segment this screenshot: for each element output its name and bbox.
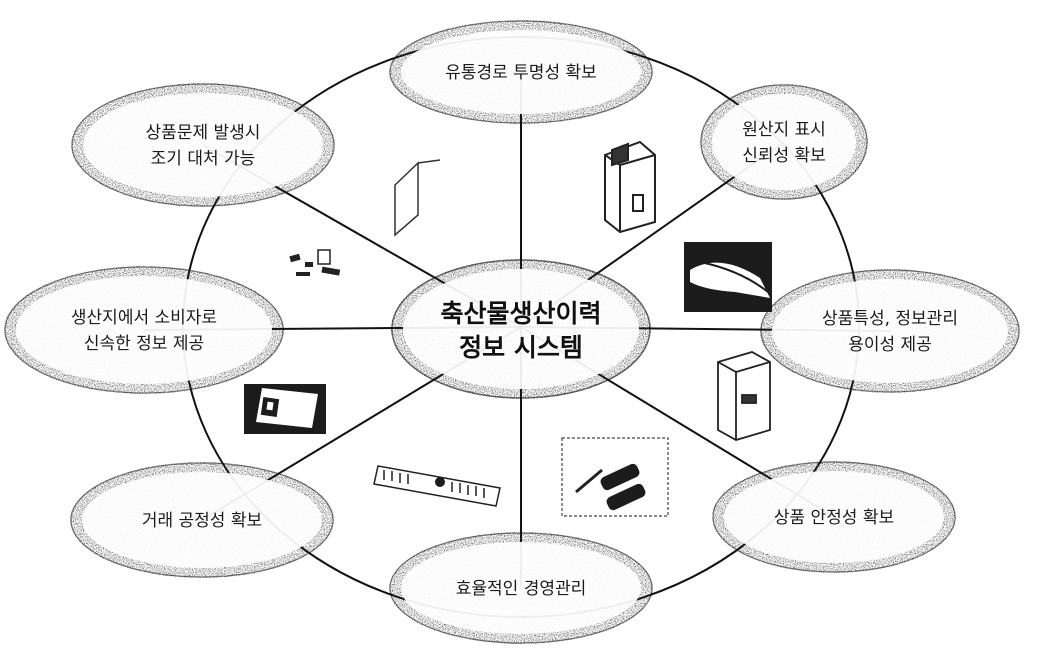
node-fill <box>401 542 641 634</box>
handheld-scanner-icon <box>684 242 772 312</box>
center-title-line-1: 축산물생산이력 <box>440 299 601 328</box>
box-outline-icon <box>394 159 441 237</box>
node-label: 유통경로 투명성 확보 <box>445 63 597 83</box>
node-outline <box>70 462 334 578</box>
node-fill <box>724 471 944 563</box>
node-fill <box>16 276 272 384</box>
center-node: 축산물생산이력 정보 시스템 <box>391 259 651 399</box>
node-fill <box>772 279 1008 383</box>
card-reader-icon <box>244 384 326 434</box>
node-label: 용이성 제공 <box>848 335 932 355</box>
node-label: 생산지에서 소비자로 <box>71 308 217 328</box>
cabinet-icon <box>604 140 656 234</box>
node-label: 효율적인 경영관리 <box>456 579 587 599</box>
node-top: 유통경로 투명성 확보 <box>389 20 653 124</box>
node-label: 거래 공정성 확보 <box>142 511 262 531</box>
node-outline <box>389 20 653 124</box>
node-bottom-right: 상품 안정성 확보 <box>712 461 956 573</box>
tools-icon <box>561 437 669 517</box>
node-bottom-left: 거래 공정성 확보 <box>70 462 334 578</box>
scanner-pieces-icon <box>289 249 341 276</box>
node-bottom: 효율적인 경영관리 <box>389 532 653 644</box>
node-fill <box>401 30 641 114</box>
node-label: 상품 안정성 확보 <box>774 508 894 528</box>
node-outline <box>71 83 335 207</box>
center-title-line-2: 정보 시스템 <box>459 333 583 362</box>
node-outline <box>712 461 956 573</box>
node-outline <box>700 84 868 200</box>
device-box-icon <box>717 351 771 441</box>
node-fill <box>82 472 322 568</box>
node-label: 원산지 표시 <box>742 120 826 140</box>
node-label: 신뢰성 확보 <box>742 146 826 166</box>
node-outline <box>4 266 284 394</box>
node-label: 상품특성, 정보관리 <box>822 309 958 329</box>
node-label: 상품문제 발생시 <box>146 123 261 143</box>
node-fill <box>712 94 856 190</box>
node-outline <box>760 269 1020 393</box>
clipart <box>244 140 772 517</box>
node-label: 신속한 정보 제공 <box>84 334 204 354</box>
barcode-strip-icon <box>373 465 501 507</box>
node-label: 조기 대처 가능 <box>151 149 256 169</box>
node-outline <box>389 532 653 644</box>
node-fill <box>83 93 323 197</box>
